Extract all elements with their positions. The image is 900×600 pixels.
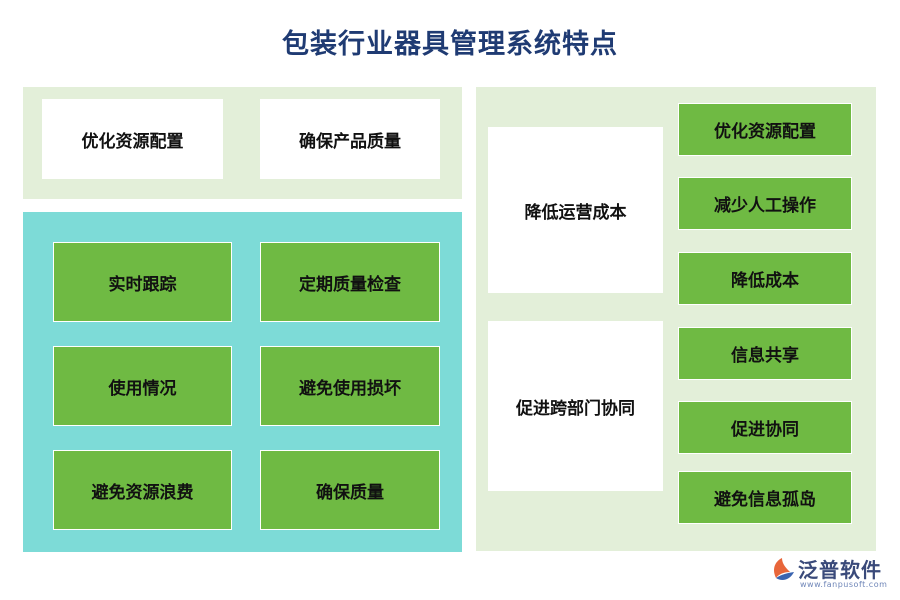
feature-box-1: 实时跟踪 bbox=[53, 242, 232, 322]
bottom-left-panel: 实时跟踪 定期质量检查 使用情况 避免使用损坏 避免资源浪费 确保质量 bbox=[23, 212, 462, 552]
feature-box-2: 定期质量检查 bbox=[260, 242, 440, 322]
collab-item-3: 避免信息孤岛 bbox=[678, 471, 852, 524]
feature-box-5: 避免资源浪费 bbox=[53, 450, 232, 530]
fanpu-logo-icon bbox=[774, 558, 794, 580]
top-left-panel: 优化资源配置 确保产品质量 bbox=[23, 87, 462, 199]
right-panel: 降低运营成本 优化资源配置 减少人工操作 降低成本 促进跨部门协同 信息共享 促… bbox=[476, 87, 876, 551]
top-left-item-1: 优化资源配置 bbox=[42, 99, 223, 179]
brand-logo: 泛普软件 www.fanpusoft.com bbox=[768, 552, 893, 594]
cost-item-1: 优化资源配置 bbox=[678, 103, 852, 156]
top-left-item-2: 确保产品质量 bbox=[260, 99, 440, 179]
page-title: 包装行业器具管理系统特点 bbox=[282, 29, 618, 60]
feature-box-6: 确保质量 bbox=[260, 450, 440, 530]
group-label-collab: 促进跨部门协同 bbox=[488, 321, 663, 491]
feature-box-3: 使用情况 bbox=[53, 346, 232, 426]
cost-item-3: 降低成本 bbox=[678, 252, 852, 305]
collab-item-2: 促进协同 bbox=[678, 401, 852, 454]
logo-url: www.fanpusoft.com bbox=[800, 580, 888, 589]
logo-name: 泛普软件 bbox=[798, 558, 882, 582]
cost-item-2: 减少人工操作 bbox=[678, 177, 852, 230]
feature-box-4: 避免使用损坏 bbox=[260, 346, 440, 426]
group-label-cost: 降低运营成本 bbox=[488, 127, 663, 293]
collab-item-1: 信息共享 bbox=[678, 327, 852, 380]
